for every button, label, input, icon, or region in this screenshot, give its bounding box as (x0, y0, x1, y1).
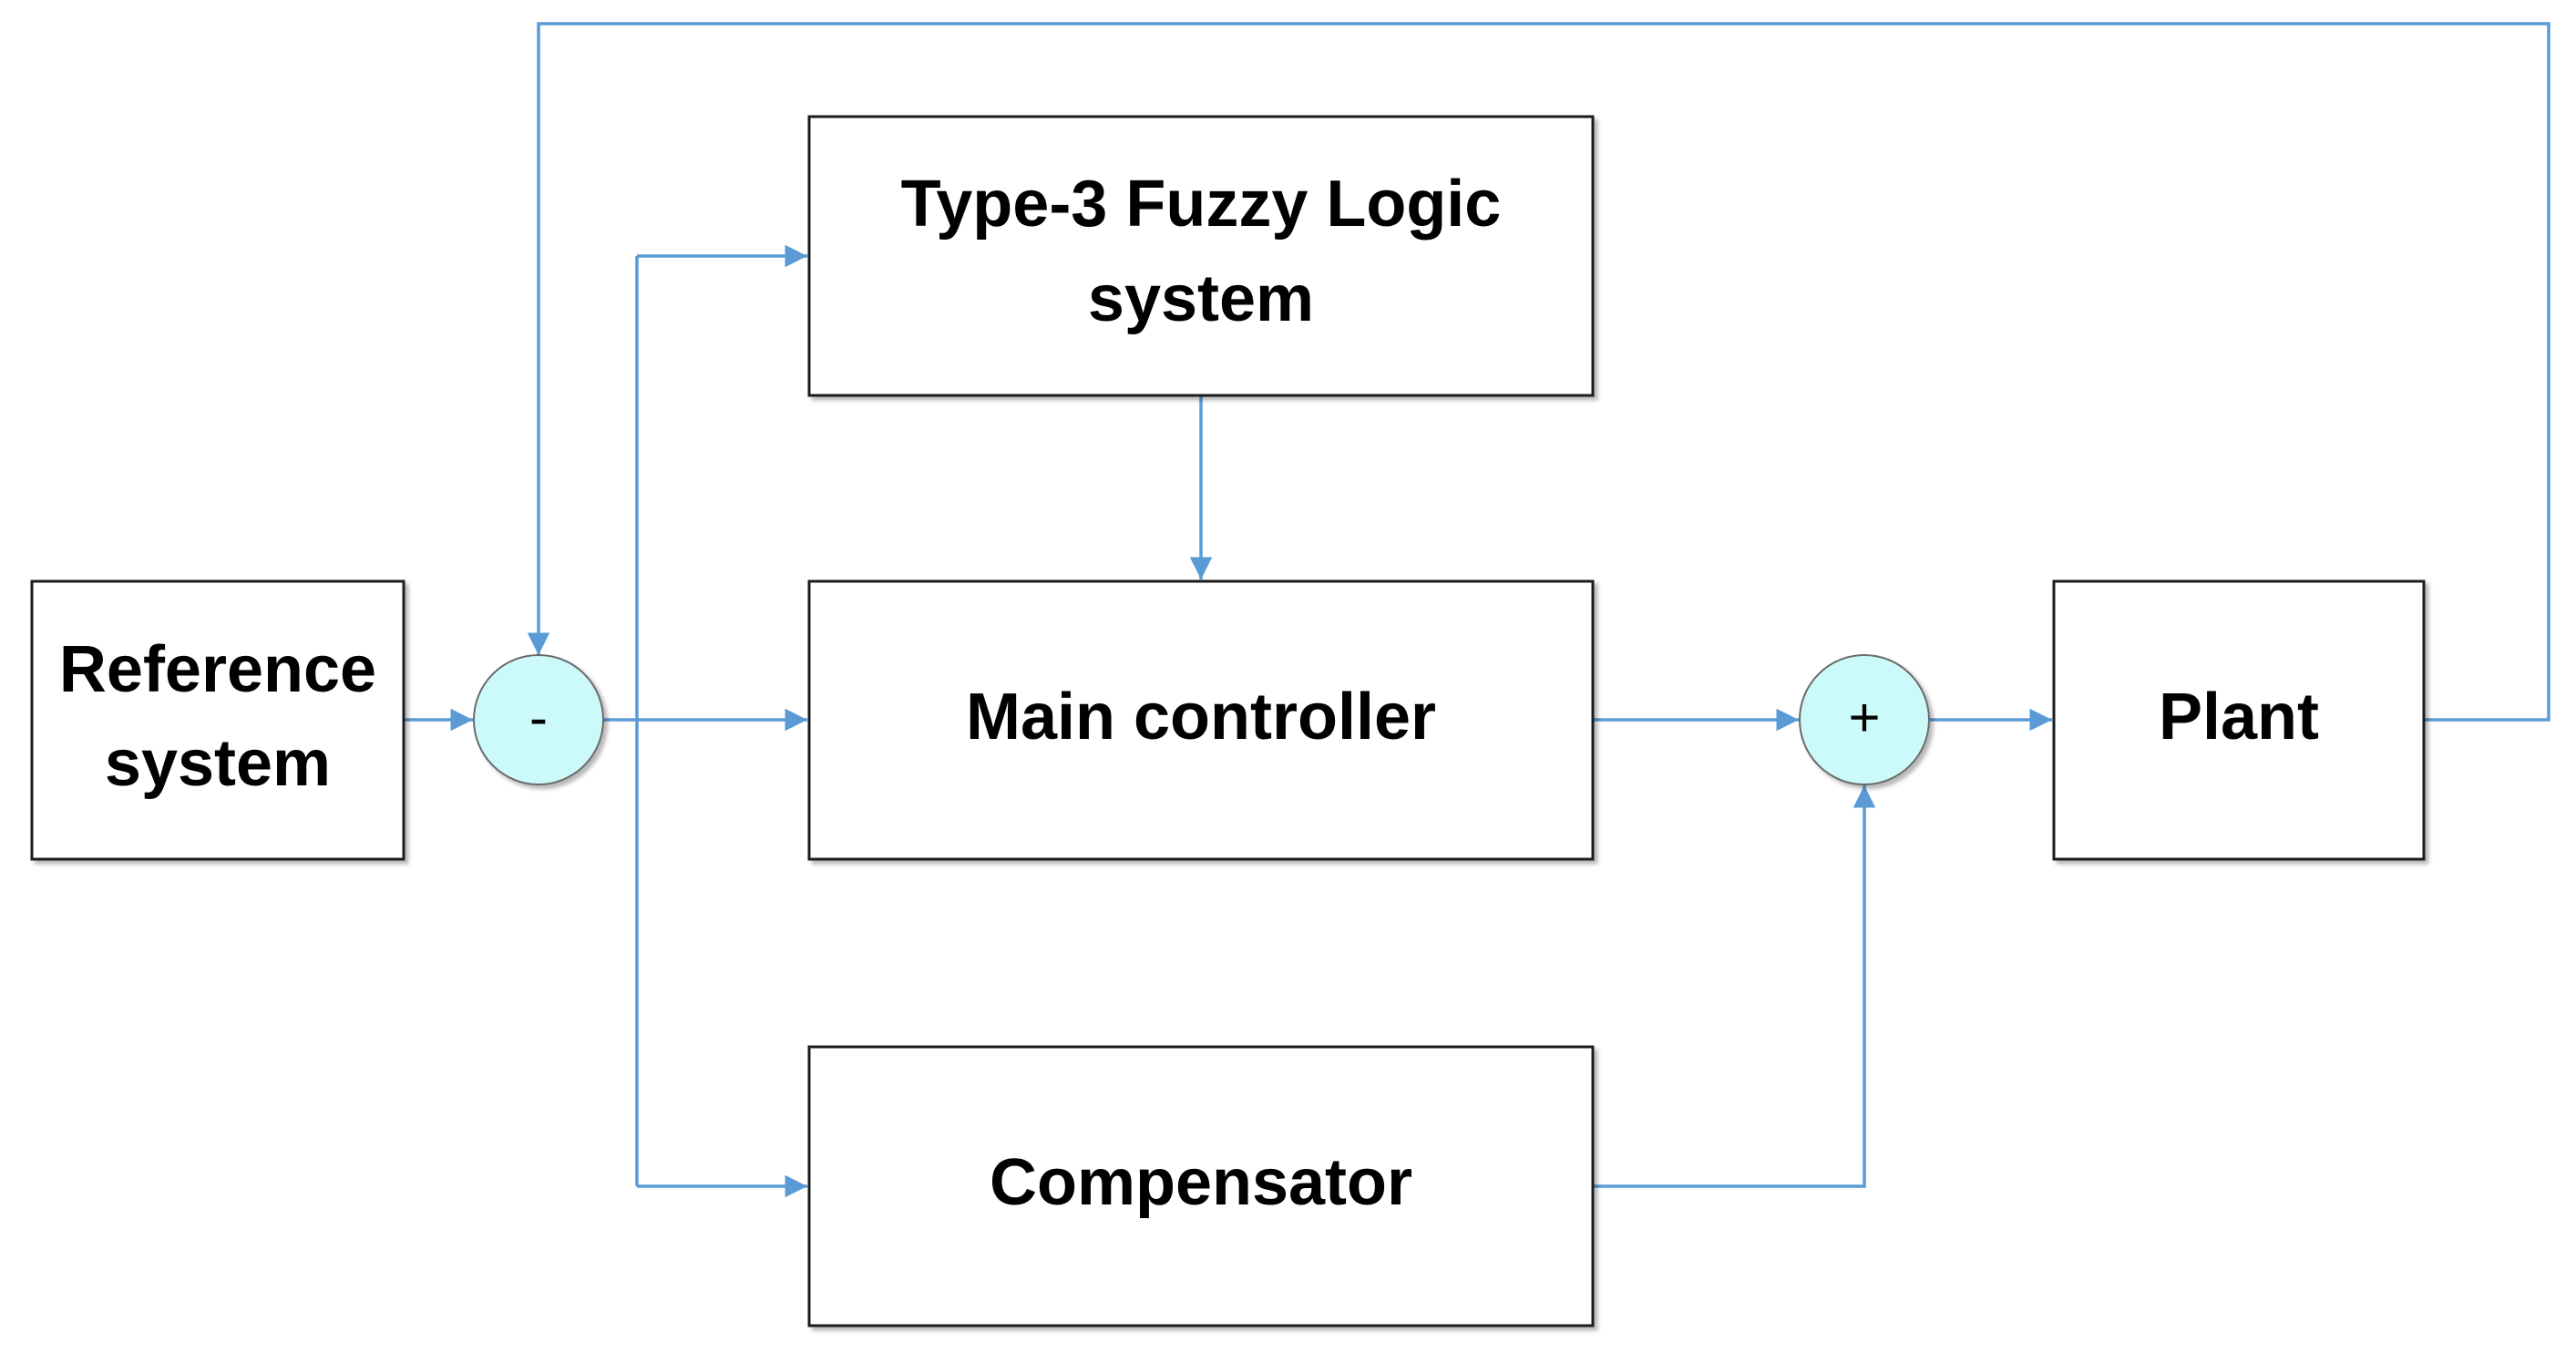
reference-label-line2: system (105, 727, 331, 800)
type3-fuzzy-logic-block: Type-3 Fuzzy Logic system (807, 115, 1595, 397)
compensator-to-add-connector (1593, 785, 1876, 1188)
subtract-junction: - (473, 654, 604, 785)
main-controller-block: Main controller (807, 579, 1595, 861)
main-controller-label: Main controller (966, 681, 1436, 753)
plant-label: Plant (2159, 681, 2319, 753)
fuzzy-label-line2: system (1088, 262, 1314, 335)
reference-label-line1: Reference (59, 633, 376, 706)
plant-block: Plant (2052, 579, 2426, 861)
feedback-connector (527, 22, 2550, 722)
compensator-block: Compensator (807, 1045, 1595, 1327)
fuzzy-label-line1: Type-3 Fuzzy Logic (901, 168, 1502, 241)
reference-system-block: Reference system (30, 579, 405, 861)
compensator-label: Compensator (990, 1146, 1412, 1219)
plus-symbol: + (1848, 687, 1880, 748)
add-junction: + (1799, 654, 1930, 785)
connectors (404, 22, 2550, 1198)
minus-symbol: - (529, 687, 548, 748)
